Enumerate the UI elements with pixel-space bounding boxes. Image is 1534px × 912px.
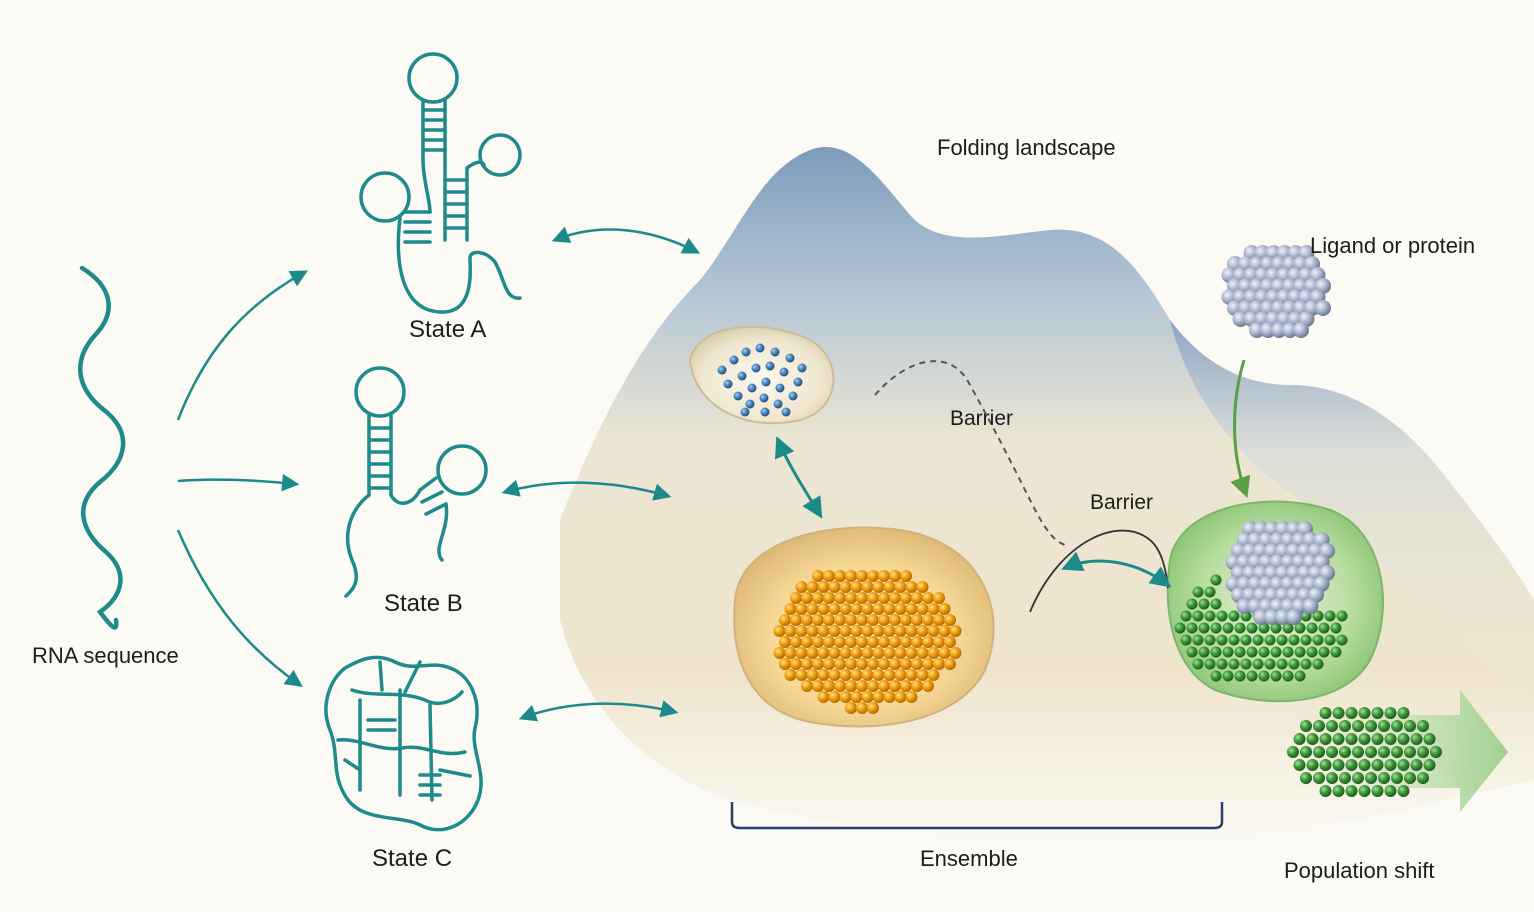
arrow-to-state-a	[176, 270, 309, 421]
exchange-arrow-b	[501, 479, 672, 501]
landscape-right-shading	[1170, 320, 1534, 700]
state-a-ensemble	[717, 343, 807, 417]
ensemble-bracket	[730, 802, 1224, 830]
state-c-label: State C	[372, 845, 453, 872]
ligand-icon	[1221, 245, 1331, 338]
state-c-structure	[324, 655, 483, 832]
state-b-structure	[344, 366, 488, 598]
state-a-structure	[359, 52, 522, 314]
arrow-to-state-c	[176, 529, 303, 688]
exchange-arrow-c	[518, 700, 679, 722]
bound-ligand	[1225, 521, 1335, 625]
ligand-label: Ligand or protein	[1310, 233, 1476, 258]
state-b-ensemble	[773, 570, 962, 714]
state-b-label: State B	[384, 590, 463, 617]
population-shift-label: Population shift	[1284, 858, 1435, 883]
exchange-arrow-a-b	[774, 436, 823, 519]
exchange-arrow-b-c	[1061, 551, 1172, 588]
folding-landscape-title: Folding landscape	[937, 135, 1116, 160]
state-a-label: State A	[409, 316, 487, 343]
ligand-binding-arrow	[1230, 359, 1251, 498]
ensemble-label: Ensemble	[920, 846, 1018, 871]
barrier-1-label: Barrier	[950, 407, 1014, 430]
state-c-ensemble	[1174, 574, 1348, 682]
shifted-population	[1287, 707, 1442, 797]
rna-sequence-strand	[78, 265, 126, 630]
well-a	[688, 325, 835, 425]
exchange-arrow-a	[551, 226, 701, 254]
rna-sequence-label: RNA sequence	[32, 643, 179, 668]
barrier-2-label: Barrier	[1090, 491, 1154, 514]
arrow-to-state-b	[177, 473, 300, 492]
barrier-1-curve	[874, 360, 1066, 546]
